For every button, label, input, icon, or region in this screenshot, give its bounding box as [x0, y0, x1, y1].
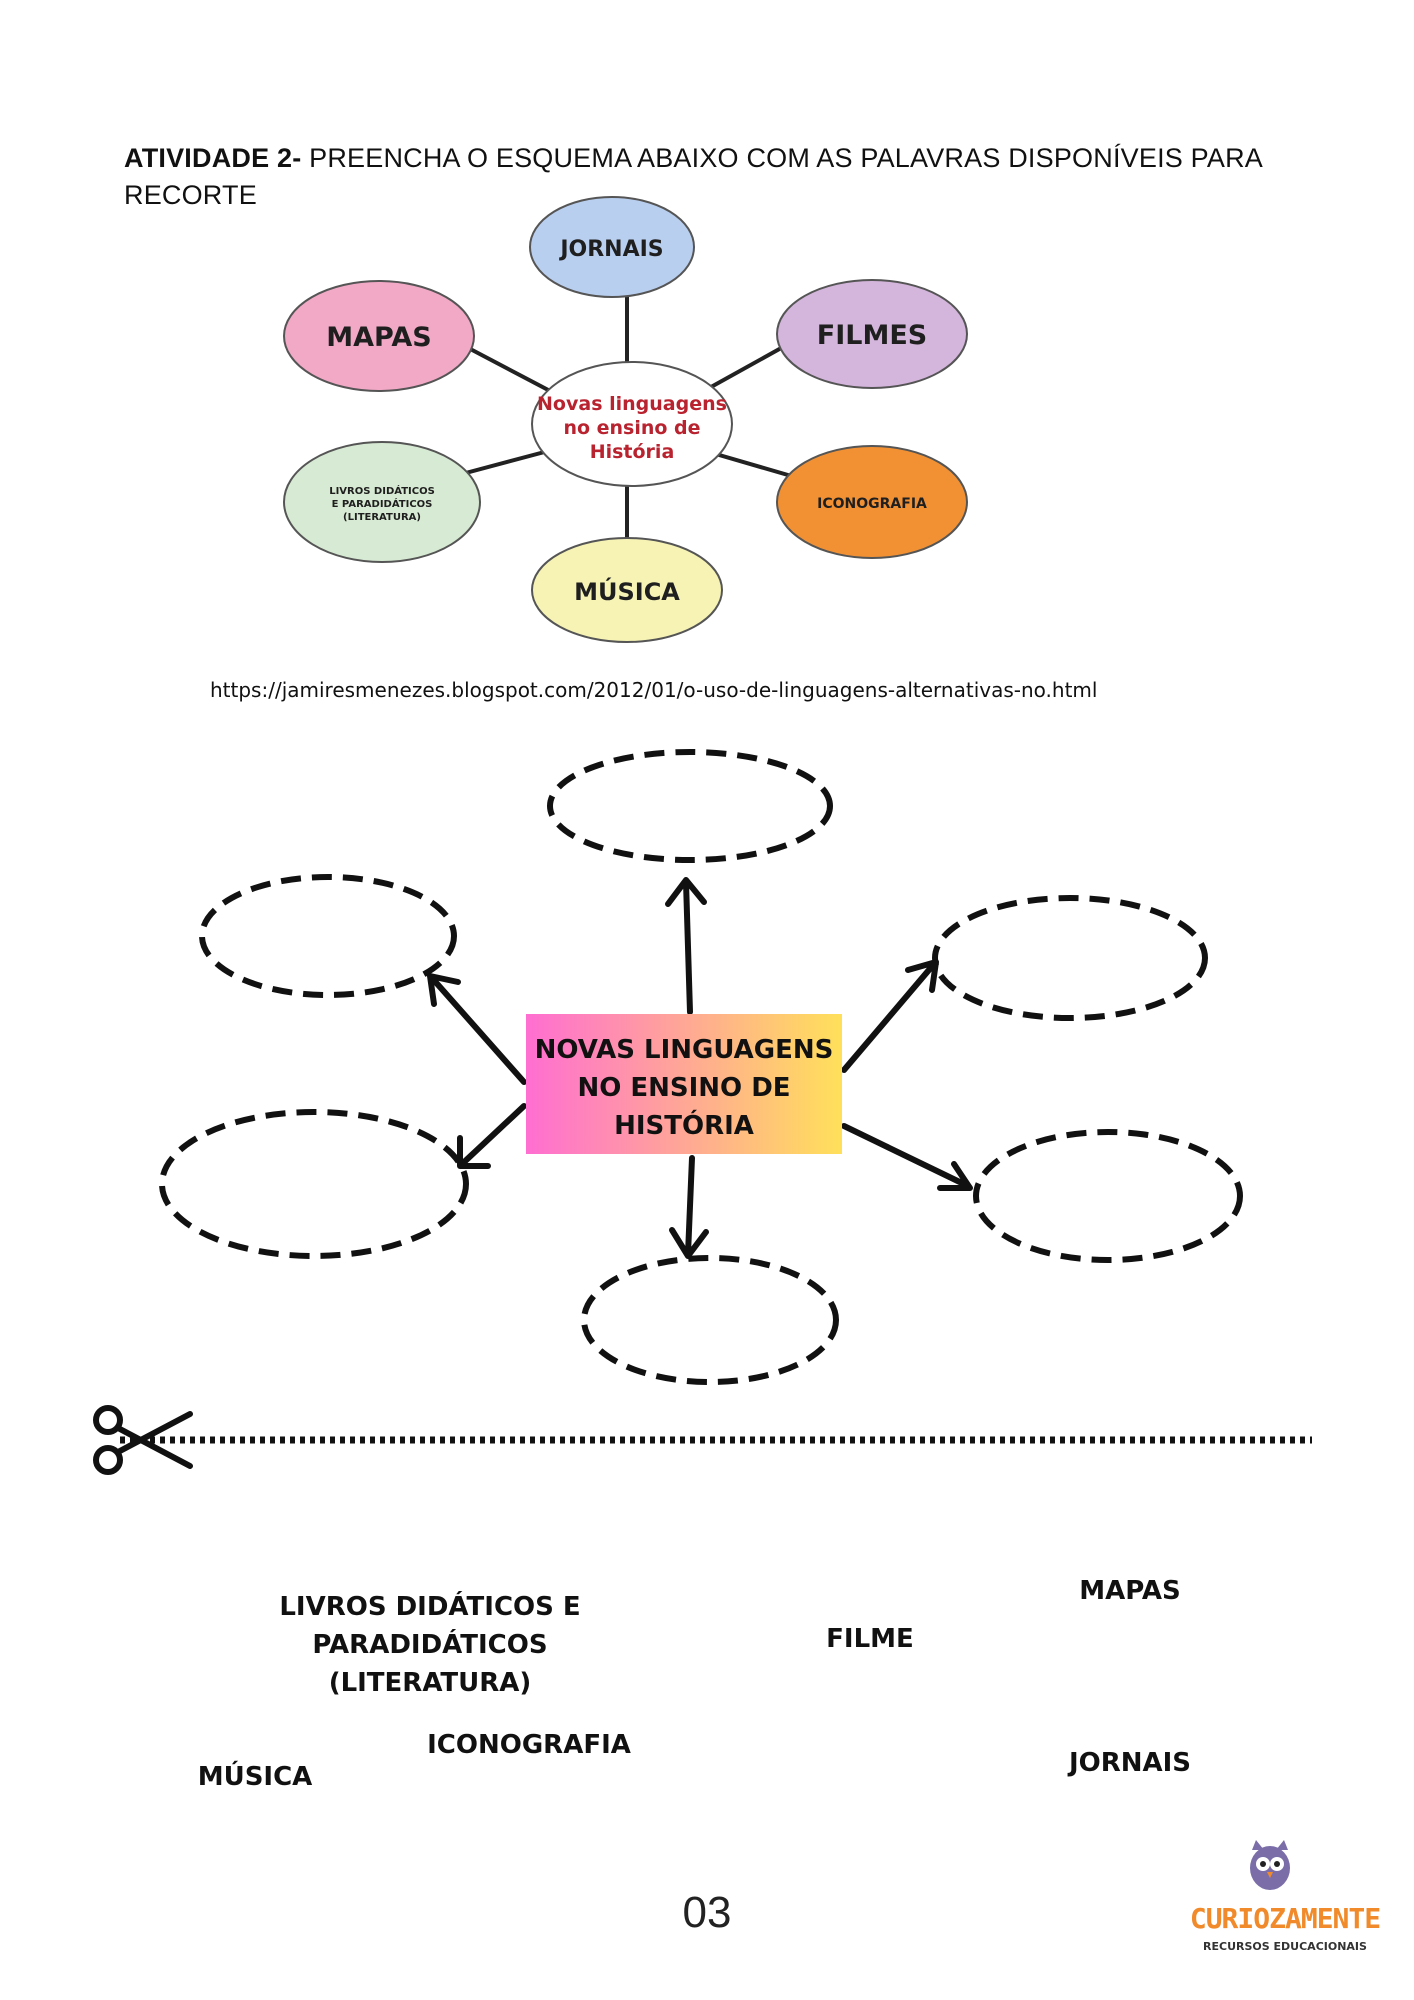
cut-word-iconografia[interactable]: ICONOGRAFIA	[427, 1730, 631, 1760]
cut-word-mapas[interactable]: MAPAS	[1079, 1576, 1181, 1606]
livros-label-3: (LITERATURA)	[343, 512, 421, 523]
fill-in-scheme: NOVAS LINGUAGENS NO ENSINO DE HISTÓRIA	[159, 749, 1243, 1385]
iconografia-label: ICONOGRAFIA	[817, 496, 927, 512]
jornais-label: JORNAIS	[558, 237, 663, 262]
activity-heading: ATIVIDADE 2- PREENCHA O ESQUEMA ABAIXO C…	[124, 140, 1304, 214]
arrow-bottom	[669, 1155, 709, 1259]
scheme-center-line-3: HISTÓRIA	[614, 1109, 754, 1141]
logo-brand: CURIOZAMENTE	[1190, 1902, 1380, 1935]
connector-line	[456, 340, 553, 394]
blank-bubble-upper-right[interactable]	[932, 895, 1208, 1021]
connector-line	[701, 340, 793, 394]
musica-bubble	[531, 537, 723, 643]
cut-line	[93, 1405, 1312, 1475]
scheme-center-line-2: NO ENSINO DE	[577, 1073, 790, 1103]
logo-tagline: RECURSOS EDUCACIONAIS	[1203, 1940, 1367, 1953]
arrow-top	[665, 877, 707, 1015]
page-number: 03	[682, 1888, 732, 1937]
cut-word-livros[interactable]: LIVROS DIDÁTICOS E PARADIDÁTICOS (LITERA…	[270, 1588, 590, 1702]
scissors-icon	[93, 1405, 193, 1475]
cut-word-livros-line-3: (LITERATURA)	[328, 1668, 532, 1698]
blank-bubble-upper-left[interactable]	[199, 874, 457, 998]
activity-instructions: PREENCHA O ESQUEMA ABAIXO COM AS PALAVRA…	[124, 143, 1262, 210]
arrow-upper-left	[427, 973, 527, 1085]
center-label-3: História	[590, 441, 675, 463]
center-bubble	[531, 361, 733, 487]
arrow-lower-left	[457, 1103, 527, 1169]
mapas-label: MAPAS	[326, 322, 431, 353]
reference-diagram: JORNAIS MAPAS FILMES LIVROS DIDÁTICOS E …	[283, 196, 968, 643]
arrow-lower-right	[841, 1123, 973, 1191]
mapas-bubble	[283, 280, 475, 392]
cut-word-jornais[interactable]: JORNAIS	[1068, 1748, 1192, 1778]
curiozamente-logo: CURIOZAMENTE RECURSOS EDUCACIONAIS	[1190, 1840, 1381, 1953]
iconografia-bubble	[776, 445, 968, 559]
owl-icon	[1250, 1840, 1290, 1890]
scheme-center-line-1: NOVAS LINGUAGENS	[535, 1035, 834, 1065]
filmes-label: FILMES	[817, 320, 927, 351]
scheme-center-box	[526, 1014, 842, 1154]
livros-label-2: E PARADIDÁTICOS	[332, 497, 433, 510]
cut-word-livros-line-2: PARADIDÁTICOS	[312, 1630, 548, 1660]
blank-bubble-lower-left[interactable]	[159, 1109, 469, 1259]
cut-word-filme[interactable]: FILME	[826, 1624, 914, 1654]
blank-bubble-lower-right[interactable]	[973, 1129, 1243, 1263]
source-url: https://jamiresmenezes.blogspot.com/2012…	[210, 678, 1098, 702]
musica-label: MÚSICA	[574, 576, 680, 606]
blank-bubble-top[interactable]	[547, 749, 833, 863]
cut-word-musica[interactable]: MÚSICA	[197, 1762, 313, 1792]
cut-word-livros-line-1: LIVROS DIDÁTICOS E	[279, 1592, 581, 1622]
filmes-bubble	[776, 279, 968, 389]
center-label-2: no ensino de	[563, 417, 700, 439]
livros-label-1: LIVROS DIDÁTICOS	[329, 484, 435, 497]
center-label-1: Novas linguagens	[537, 393, 727, 415]
blank-bubble-bottom[interactable]	[581, 1255, 839, 1385]
livros-bubble	[283, 441, 481, 563]
arrow-upper-right	[841, 959, 939, 1073]
activity-number: ATIVIDADE 2-	[124, 143, 302, 173]
jornais-bubble	[529, 196, 695, 298]
